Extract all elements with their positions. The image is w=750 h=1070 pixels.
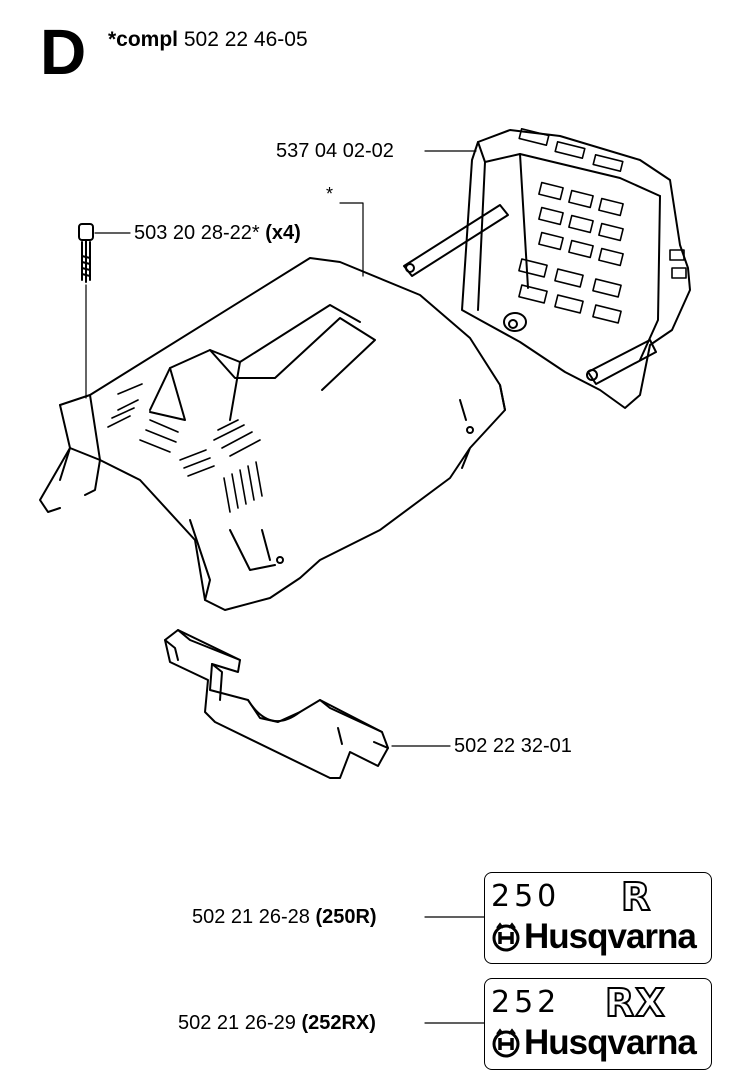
callout-bracket: 502 22 32-01 bbox=[454, 735, 572, 758]
decal-250r-badge: 250 R Husqvarna bbox=[484, 872, 712, 964]
husqvarna-crown-h-icon bbox=[492, 922, 520, 952]
decal-252rx-model: (252RX) bbox=[301, 1012, 376, 1034]
badge-250-brand-text: Husqvarna bbox=[524, 917, 697, 956]
badge-252-suffix: RX bbox=[604, 980, 666, 1026]
decal-252rx-number: 502 21 26-29 bbox=[178, 1012, 296, 1034]
front-cover-drawing bbox=[403, 127, 691, 409]
callout-front-cover: 537 04 02-02 bbox=[276, 140, 394, 163]
front-cover-number: 537 04 02-02 bbox=[276, 140, 394, 162]
bracket-number: 502 22 32-01 bbox=[454, 735, 572, 757]
badge-252-brand-text: Husqvarna bbox=[524, 1023, 697, 1062]
callout-cover-marker: * bbox=[326, 184, 333, 205]
badge-250-brand: Husqvarna bbox=[491, 917, 697, 957]
decal-250r-model: (250R) bbox=[315, 906, 377, 928]
section-letter: D bbox=[40, 16, 87, 88]
assembly-number: 502 22 46-05 bbox=[183, 28, 308, 51]
assembly-prefix: *compl bbox=[108, 28, 179, 51]
badge-252-number: 252 bbox=[491, 985, 561, 1020]
badge-250-number: 250 bbox=[491, 879, 561, 914]
assembly-title: *compl 502 22 46-05 bbox=[108, 28, 308, 52]
callout-decal-252rx: 502 21 26-29 (252RX) bbox=[178, 1012, 376, 1035]
main-cover-drawing bbox=[39, 257, 506, 611]
bracket-drawing bbox=[164, 629, 389, 779]
badge-250-suffix: R bbox=[620, 874, 652, 920]
husqvarna-crown-h-icon bbox=[492, 1028, 520, 1058]
badge-252-brand: Husqvarna bbox=[491, 1023, 697, 1063]
screw-number: 503 20 28-22* bbox=[134, 222, 260, 244]
cover-marker: * bbox=[326, 184, 334, 204]
callout-screw: 503 20 28-22* (x4) bbox=[134, 222, 301, 245]
screw-qty: (x4) bbox=[265, 222, 301, 244]
decal-252rx-badge: 252 RX Husqvarna bbox=[484, 978, 712, 1070]
decal-250r-number: 502 21 26-28 bbox=[192, 906, 310, 928]
screw-drawing bbox=[78, 223, 94, 283]
callout-decal-250r: 502 21 26-28 (250R) bbox=[192, 906, 377, 929]
